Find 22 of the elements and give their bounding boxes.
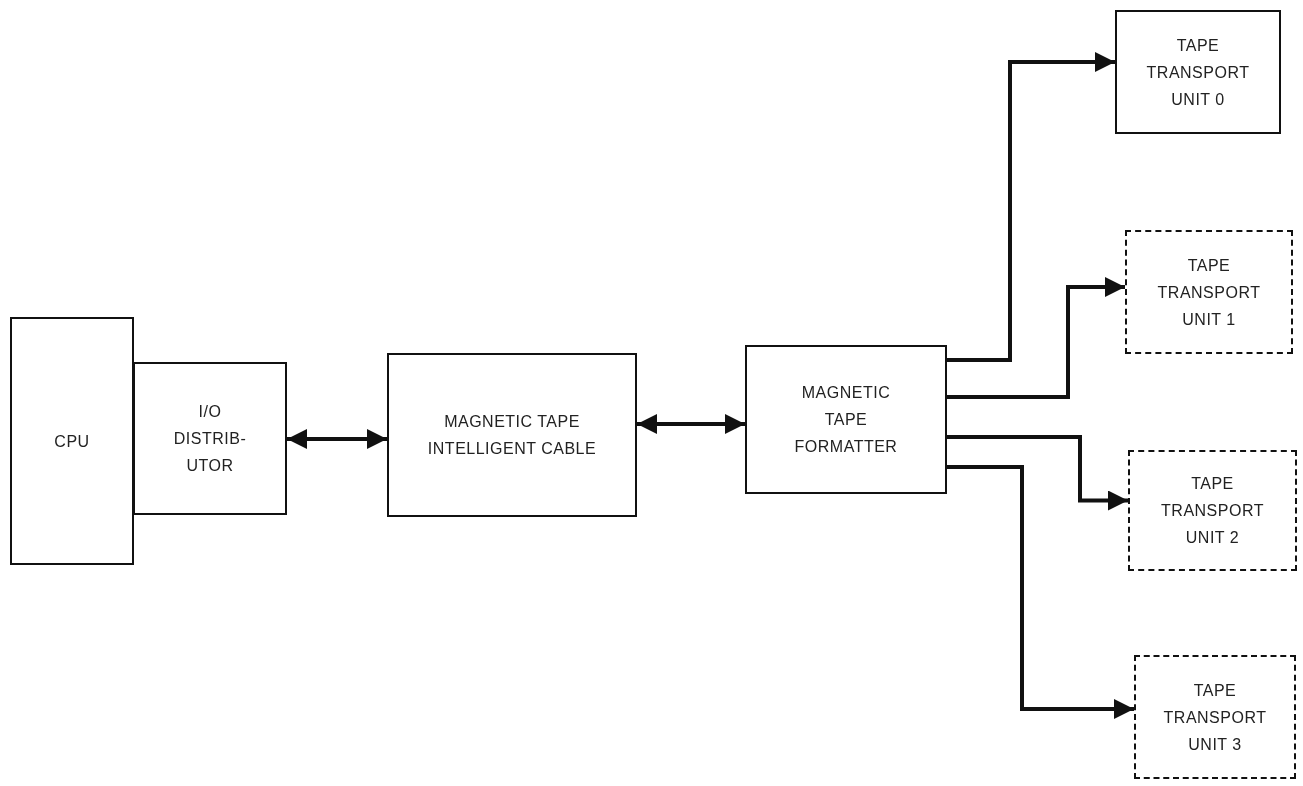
process-box xyxy=(1115,10,1281,134)
box-label: MAGNETIC TAPE INTELLIGENT CABLE xyxy=(426,412,598,459)
box-label: TAPE TRANSPORT UNIT 0 xyxy=(1145,35,1251,110)
box-label: CPU xyxy=(53,431,91,452)
box-label: TAPE TRANSPORT UNIT 3 xyxy=(1162,680,1268,755)
arrow xyxy=(947,277,1125,399)
process-box xyxy=(1125,230,1293,354)
arrow xyxy=(287,429,387,449)
process-box xyxy=(1128,450,1297,571)
process-box xyxy=(1134,655,1296,779)
box-label: I/O DISTRIB- UTOR xyxy=(172,402,248,476)
box-label: TAPE TRANSPORT UNIT 1 xyxy=(1156,255,1262,330)
box-label: TAPE TRANSPORT UNIT 2 xyxy=(1160,474,1265,548)
process-box xyxy=(387,353,637,517)
arrow xyxy=(947,52,1115,362)
arrow xyxy=(947,465,1134,719)
process-box xyxy=(745,345,947,494)
process-box xyxy=(10,317,134,565)
process-box xyxy=(133,362,287,515)
arrow xyxy=(947,435,1128,511)
arrow xyxy=(637,414,745,434)
box-label: MAGNETIC TAPE FORMATTER xyxy=(793,383,899,457)
